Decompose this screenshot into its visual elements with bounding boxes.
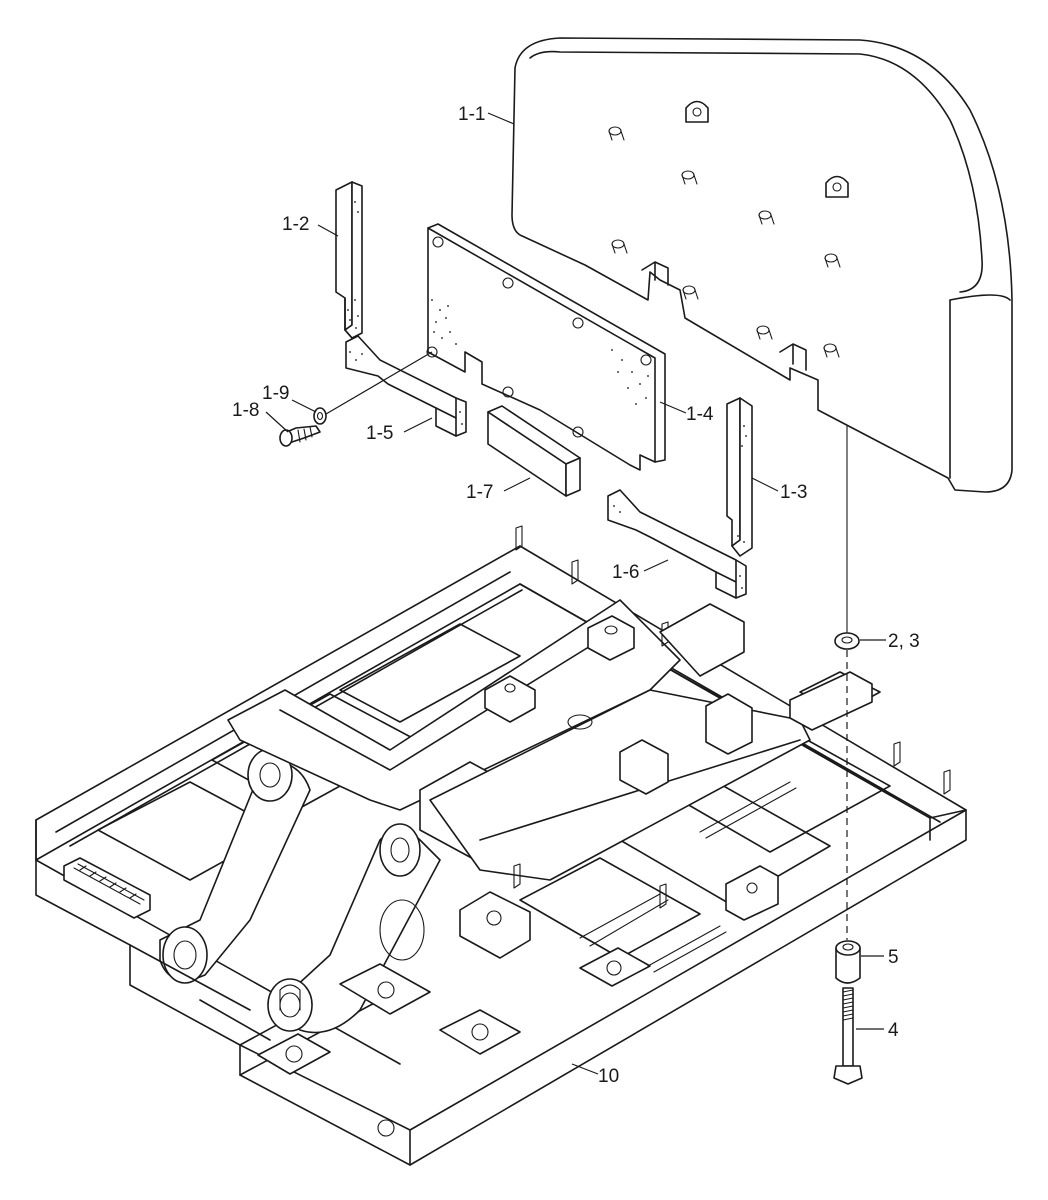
label-1-6: 1-6 (612, 562, 639, 583)
label-1-7: 1-7 (466, 482, 493, 503)
bracket-1-6 (607, 489, 747, 599)
upright-bar-1-3 (726, 397, 753, 557)
spacer-block-1-7 (487, 405, 581, 497)
bracket-1-5 (345, 335, 467, 437)
label-1-1: 1-1 (458, 104, 485, 125)
bolt-axis-line (325, 351, 433, 415)
label-1-8: 1-8 (232, 400, 259, 421)
bolt-4 (833, 987, 863, 1085)
spacer-collar-5 (835, 940, 861, 984)
stipple-shading (431, 299, 649, 405)
label-1-9: 1-9 (262, 383, 289, 404)
washer-1-9 (313, 407, 327, 425)
label-10: 10 (598, 1066, 619, 1087)
bolt-1-8 (279, 425, 321, 447)
upright-bar-1-2 (335, 181, 363, 339)
upper-frame-10 (35, 525, 967, 1166)
label-1-5: 1-5 (366, 423, 393, 444)
label-1-4: 1-4 (686, 404, 714, 425)
label-2-3: 2, 3 (888, 631, 920, 652)
label-4: 4 (888, 1020, 899, 1041)
label-1-2: 1-2 (282, 214, 309, 235)
label-1-3: 1-3 (780, 482, 807, 503)
washer-2-3 (834, 632, 860, 650)
counterweight-1-1 (511, 37, 1013, 493)
mounting-plate-1-4 (426, 223, 666, 471)
leader-lines (265, 112, 886, 1075)
label-5: 5 (888, 947, 899, 968)
